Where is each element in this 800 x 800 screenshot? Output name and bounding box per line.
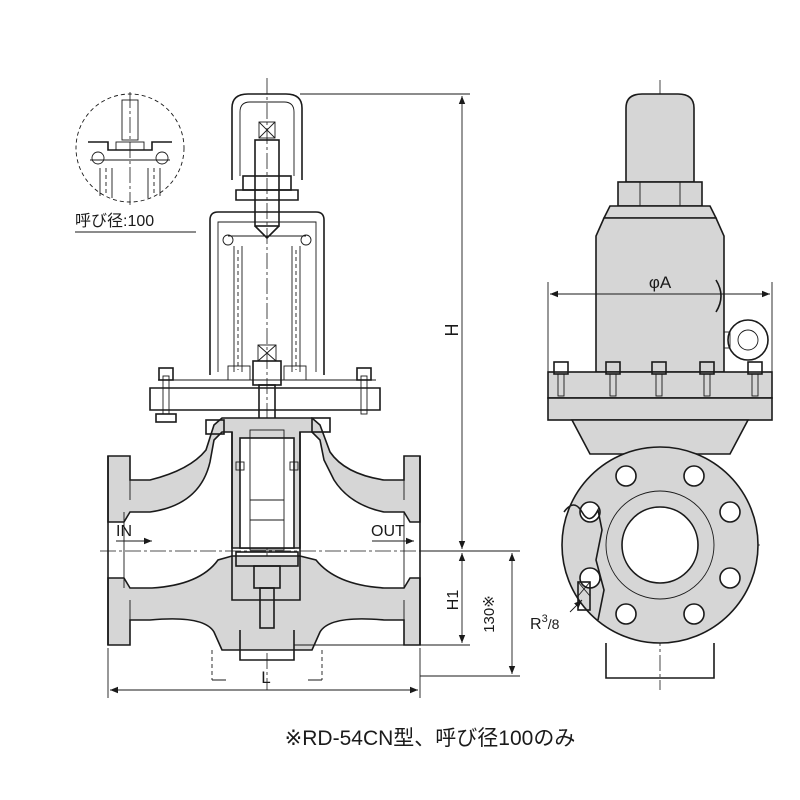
inlet-label: IN [116, 523, 132, 540]
port-thread-label: R3/8 [530, 613, 560, 633]
dim-l-label: L [261, 668, 270, 687]
detail-label: 呼び径:100 [75, 212, 154, 230]
dim-h-label: H [442, 324, 462, 337]
detail-view [75, 92, 185, 205]
port-thread-sub: /8 [548, 616, 560, 632]
port-thread-base: R [530, 616, 542, 633]
port-thread-sup: 3 [542, 613, 548, 625]
dimension-130 [420, 550, 520, 677]
dim-phi-a-label: φA [649, 273, 672, 292]
dim-h1-label: H1 [445, 590, 462, 611]
side-view [547, 80, 773, 690]
port-thread-leader [569, 599, 583, 613]
dimension-l [107, 648, 421, 698]
dimension-phi-a [547, 282, 773, 372]
outlet-label: OUT [371, 523, 405, 540]
front-section-view [100, 78, 445, 690]
footnote: ※RD-54CN型、呼び径100のみ [285, 727, 576, 750]
dimension-h1 [294, 553, 470, 646]
dim-130-label: 130※ [481, 595, 498, 633]
dimension-h [300, 93, 470, 552]
